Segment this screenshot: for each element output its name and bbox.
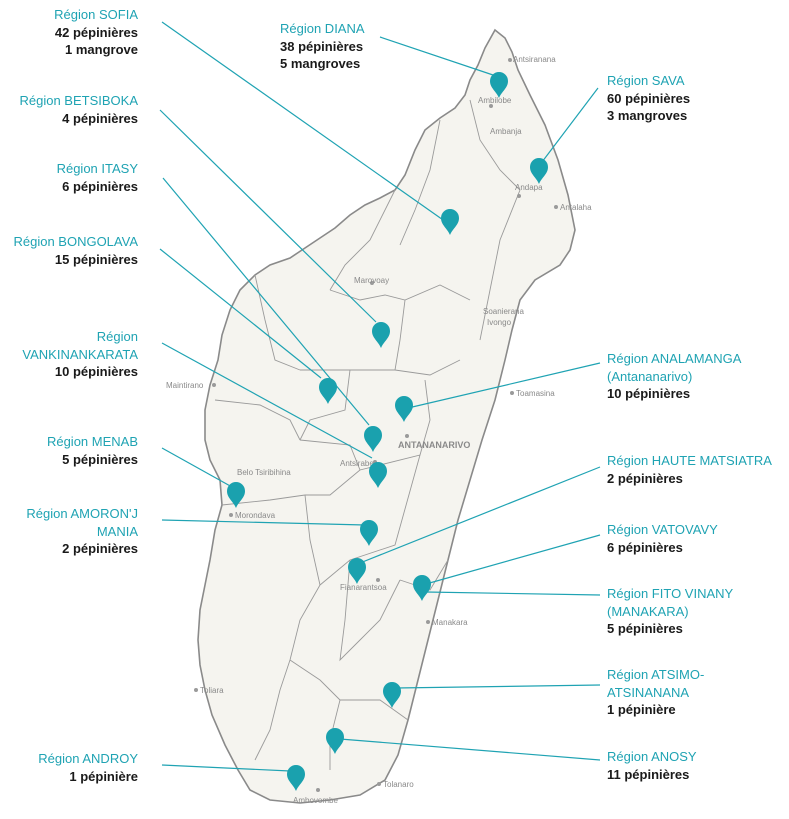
region-stat: 10 pépinières xyxy=(54,364,138,380)
region-name: Région VANKINANKARATA xyxy=(22,329,138,362)
region-name: Région SOFIA xyxy=(54,7,138,22)
pin-vatovavy xyxy=(413,575,431,601)
city-ambilobe: Ambilobe xyxy=(478,96,512,105)
region-name: Région ANALAMANGA (Antananarivo) xyxy=(607,351,742,384)
city-antsirabe: Antsirabe xyxy=(340,459,374,468)
city-marovoay: Marovoay xyxy=(354,276,389,285)
region-stat: 2 pépinières xyxy=(607,470,683,486)
city-fianarantsoa: Fianarantsoa xyxy=(340,583,387,592)
label-atsimoatsinanana: Région ATSIMO- ATSINANANA 1 pépinière xyxy=(607,666,704,719)
city-belo-tsiribihina: Belo Tsiribihina xyxy=(237,468,291,477)
pin-amoronimania xyxy=(360,520,378,546)
region-stat: 38 pépinières xyxy=(280,38,364,54)
pin-vakinankaratra xyxy=(369,462,387,488)
city-manakara: Manakara xyxy=(432,618,468,627)
region-name: Région MENAB xyxy=(46,434,138,449)
region-stat: 1 pépinière xyxy=(607,702,676,718)
pin-analamanga xyxy=(395,396,413,422)
city-toamasina: Toamasina xyxy=(516,389,555,398)
region-borders xyxy=(214,99,521,770)
pin-menabe xyxy=(227,482,245,508)
region-stat: 5 pépinières xyxy=(607,621,683,637)
region-stat: 6 pépinières xyxy=(62,178,138,194)
region-name: Région ANDROY xyxy=(38,751,138,766)
location-pins xyxy=(227,72,548,791)
region-name: Région BETSIBOKA xyxy=(19,93,139,108)
region-stat: 2 pépinières xyxy=(62,541,138,557)
region-stat: 11 pépinières xyxy=(607,766,690,782)
city-soanierana-ivongo: Soanierana xyxy=(483,307,524,316)
pin-sofia xyxy=(441,209,459,235)
pin-anosy xyxy=(326,728,344,754)
region-stat: 3 mangroves xyxy=(607,108,688,124)
region-stat: 4 pépinières xyxy=(62,110,138,126)
label-itasy: Région ITASY 6 pépinières xyxy=(57,160,138,195)
region-name: Région VATOVAVY xyxy=(607,522,718,537)
region-name: Région FITO VINANY (MANAKARA) xyxy=(607,586,734,619)
label-hautematsiatra: Région HAUTE MATSIATRA 2 pépinières xyxy=(607,452,772,487)
label-vakinankaratra: Région VANKINANKARATA 10 pépinières xyxy=(22,328,138,381)
label-diana: Région DIANA 38 pépinières 5 mangroves xyxy=(280,20,365,73)
city-morondava: Morondava xyxy=(235,511,276,520)
label-fitovinany: Région FITO VINANY (MANAKARA) 5 pépinièr… xyxy=(607,585,733,638)
city-markers xyxy=(194,58,558,792)
pin-androy xyxy=(287,765,305,791)
city-antalaha: Antalaha xyxy=(560,203,592,212)
pin-itasy xyxy=(364,426,382,452)
region-stat: 10 pépinières xyxy=(607,386,691,402)
label-anosy: Région ANOSY 11 pépinières xyxy=(607,748,697,783)
city-antsiranana: Antsiranana xyxy=(513,55,556,64)
region-name: Région ATSIMO- ATSINANANA xyxy=(607,667,705,700)
pin-betsiboka xyxy=(372,322,390,348)
region-name: Région DIANA xyxy=(280,21,365,36)
city-labels: Antsiranana Ambilobe Ambanja Andapa Anta… xyxy=(166,55,592,805)
city-tolanaro: Tolanaro xyxy=(383,780,414,789)
label-menabe: Région MENAB 5 pépinières xyxy=(47,433,138,468)
pin-atsimoatsinanana xyxy=(383,682,401,708)
region-stat: 1 mangrove xyxy=(65,42,138,58)
region-name: Région SAVA xyxy=(607,73,685,88)
label-sofia: Région SOFIA 42 pépinières 1 mangrove xyxy=(54,6,138,59)
city-ambovombe: Ambovombe xyxy=(293,796,338,805)
label-sava: Région SAVA 60 pépinières 3 mangroves xyxy=(607,72,690,125)
region-stat: 5 pépinières xyxy=(62,451,138,467)
region-name: Région HAUTE MATSIATRA xyxy=(607,453,772,468)
pin-diana xyxy=(490,72,508,98)
pin-sava xyxy=(530,158,548,184)
pin-bongolava xyxy=(319,378,337,404)
region-name: Région ANOSY xyxy=(607,749,697,764)
city-antananarivo: ANTANANARIVO xyxy=(398,440,470,450)
region-stat: 1 pépinière xyxy=(69,768,138,784)
label-vatovavy: Région VATOVAVY 6 pépinières xyxy=(607,521,718,556)
city-andapa: Andapa xyxy=(515,183,543,192)
label-analamanga: Région ANALAMANGA (Antananarivo) 10 pépi… xyxy=(607,350,741,403)
city-ambanja: Ambanja xyxy=(490,127,522,136)
region-stat: 15 pépinières xyxy=(54,251,138,267)
region-name: Région AMORON'J MANIA xyxy=(26,506,138,539)
label-bongolava: Région BONGOLAVA 15 pépinières xyxy=(13,233,138,268)
region-name: Région ITASY xyxy=(56,161,138,176)
madagascar-island xyxy=(197,28,576,804)
region-stat: 42 pépinières xyxy=(54,24,138,40)
region-stat: 6 pépinières xyxy=(607,539,683,555)
pin-hautematsiatra xyxy=(348,558,366,584)
region-stat: 5 mangroves xyxy=(280,56,361,72)
label-betsiboka: Région BETSIBOKA 4 pépinières xyxy=(20,92,139,127)
city-maintirano: Maintirano xyxy=(166,381,204,390)
region-name: Région BONGOLAVA xyxy=(13,234,138,249)
label-androy: Région ANDROY 1 pépinière xyxy=(38,750,138,785)
city-soanierana-ivongo-2: Ivongo xyxy=(487,318,512,327)
label-amoronimania: Région AMORON'J MANIA 2 pépinières xyxy=(26,505,138,558)
city-toliara: Toliara xyxy=(200,686,224,695)
region-stat: 60 pépinières xyxy=(607,90,691,106)
